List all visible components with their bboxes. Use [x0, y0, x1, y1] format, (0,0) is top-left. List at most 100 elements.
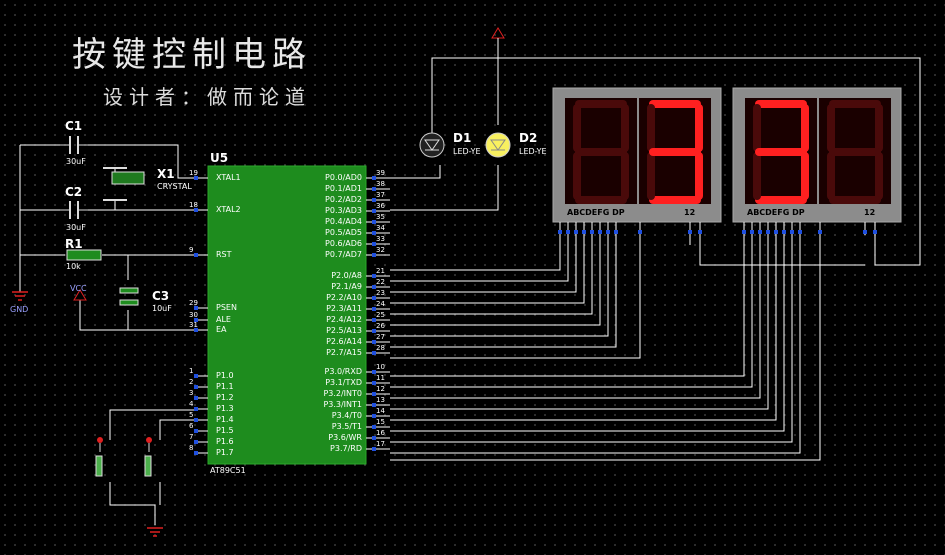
- mcu-pin-name: P0.3/AD3: [325, 206, 362, 215]
- mcu-pin-name: XTAL2: [216, 205, 241, 214]
- display-1-pin-labels: ABCDEFG DP: [567, 208, 625, 217]
- mcu-pin-name: P2.0/A8: [331, 271, 362, 280]
- mcu-pin-name: P2.2/A10: [326, 293, 362, 302]
- pin-state-marker: [194, 208, 198, 212]
- pin-state-marker: [372, 392, 376, 396]
- mcu-pin-name: P0.1/AD1: [325, 184, 362, 193]
- mcu-pin-number: 29: [189, 299, 198, 307]
- capacitor-c3: [119, 287, 139, 306]
- mcu-pin-number: 31: [189, 321, 198, 329]
- mcu-pin-number: 21: [376, 267, 385, 275]
- pin-state-marker: [194, 407, 198, 411]
- mcu-pin-name: P2.3/A11: [326, 304, 362, 313]
- pin-state-marker: [372, 370, 376, 374]
- schematic-title: 按键控制电路: [72, 35, 312, 75]
- pin-state-marker: [766, 230, 770, 234]
- mcu-pin-name: P0.5/AD5: [325, 228, 362, 237]
- pin-state-marker: [194, 440, 198, 444]
- mcu-pin-number: 1: [189, 367, 194, 375]
- resistor-r1: [66, 249, 102, 261]
- c2-value: 30uF: [66, 223, 86, 232]
- mcu-pin-name: P2.1/A9: [331, 282, 362, 291]
- mcu-pin-number: 2: [189, 378, 194, 386]
- pin-state-marker: [790, 230, 794, 234]
- mcu-pin-number: 7: [189, 433, 194, 441]
- mcu-pin-name: P1.6: [216, 437, 234, 446]
- mcu-pin-name: P3.2/INT0: [323, 389, 362, 398]
- mcu-pin-name: PSEN: [216, 303, 237, 312]
- capacitor-c1: [60, 136, 88, 154]
- mcu-pin-name: P3.4/T0: [331, 411, 362, 420]
- pin-state-marker: [782, 230, 786, 234]
- mcu-pin-name: P0.0/AD0: [325, 173, 362, 182]
- x1-value: CRYSTAL: [157, 182, 192, 191]
- mcu-pin-number: 19: [189, 169, 198, 177]
- pin-state-marker: [372, 274, 376, 278]
- pin-state-marker: [194, 429, 198, 433]
- pin-state-marker: [574, 230, 578, 234]
- mcu-pin-number: 28: [376, 344, 385, 352]
- mcu-pin-number: 12: [376, 385, 385, 393]
- mcu-pin-name: P2.5/A13: [326, 326, 362, 335]
- mcu-pin-number: 38: [376, 180, 385, 188]
- pin-state-marker: [638, 230, 642, 234]
- crystal-x1: [103, 167, 145, 201]
- pin-state-marker: [194, 253, 198, 257]
- pin-state-marker: [372, 351, 376, 355]
- mcu-pin-name: P2.4/A12: [326, 315, 362, 324]
- pin-state-marker: [194, 318, 198, 322]
- mcu-pin-number: 6: [189, 422, 194, 430]
- mcu-pin-name: P1.0: [216, 371, 234, 380]
- pin-state-marker: [590, 230, 594, 234]
- mcu-pin-number: 5: [189, 411, 194, 419]
- pin-state-marker: [372, 231, 376, 235]
- mcu-pin-number: 16: [376, 429, 385, 437]
- pin-state-marker: [194, 418, 198, 422]
- mcu-pin-name: P3.0/RXD: [324, 367, 362, 376]
- pin-state-marker: [372, 425, 376, 429]
- pin-state-marker: [742, 230, 746, 234]
- pin-state-marker: [372, 318, 376, 322]
- mcu-pin-name: ALE: [216, 315, 231, 324]
- mcu-pin-number: 18: [189, 201, 198, 209]
- c1-ref: C1: [65, 119, 83, 133]
- push-button-1[interactable]: [95, 437, 103, 477]
- r1-ref: R1: [65, 237, 83, 251]
- mcu-pin-number: 3: [189, 389, 194, 397]
- mcu-part: AT89C51: [210, 466, 246, 475]
- mcu-pin-number: 36: [376, 202, 385, 210]
- c2-ref: C2: [65, 185, 83, 199]
- mcu-pin-name: P0.6/AD6: [325, 239, 362, 248]
- mcu-pin-number: 9: [189, 246, 194, 254]
- mcu-pin-name: P1.5: [216, 426, 234, 435]
- display-2-pin-labels: ABCDEFG DP: [747, 208, 805, 217]
- pin-state-marker: [372, 253, 376, 257]
- mcu-pin-number: 24: [376, 300, 385, 308]
- d2-ref: D2: [519, 131, 538, 145]
- mcu-pin-name: P3.5/T1: [331, 422, 362, 431]
- push-button-2[interactable]: [144, 437, 152, 477]
- mcu-pin-number: 32: [376, 246, 385, 254]
- led-d1: [419, 132, 445, 158]
- pin-state-marker: [750, 230, 754, 234]
- pin-state-marker: [372, 296, 376, 300]
- pin-state-marker: [194, 374, 198, 378]
- mcu-pin-number: 14: [376, 407, 385, 415]
- mcu-pin-number: 4: [189, 400, 194, 408]
- pin-state-marker: [606, 230, 610, 234]
- mcu-pin-name: P3.3/INT1: [323, 400, 362, 409]
- pin-state-marker: [372, 436, 376, 440]
- display-1-pin-nums: 12: [684, 208, 696, 217]
- pin-state-marker: [372, 176, 376, 180]
- vcc-icon: [73, 289, 87, 301]
- mcu-pin-number: 13: [376, 396, 385, 404]
- pin-state-marker: [372, 209, 376, 213]
- r1-value: 10k: [66, 262, 81, 271]
- pin-state-marker: [372, 285, 376, 289]
- mcu-pin-name: P0.7/AD7: [325, 250, 362, 259]
- mcu-pin-name: P1.1: [216, 382, 234, 391]
- mcu-pin-name: P3.1/TXD: [325, 378, 362, 387]
- pin-state-marker: [372, 242, 376, 246]
